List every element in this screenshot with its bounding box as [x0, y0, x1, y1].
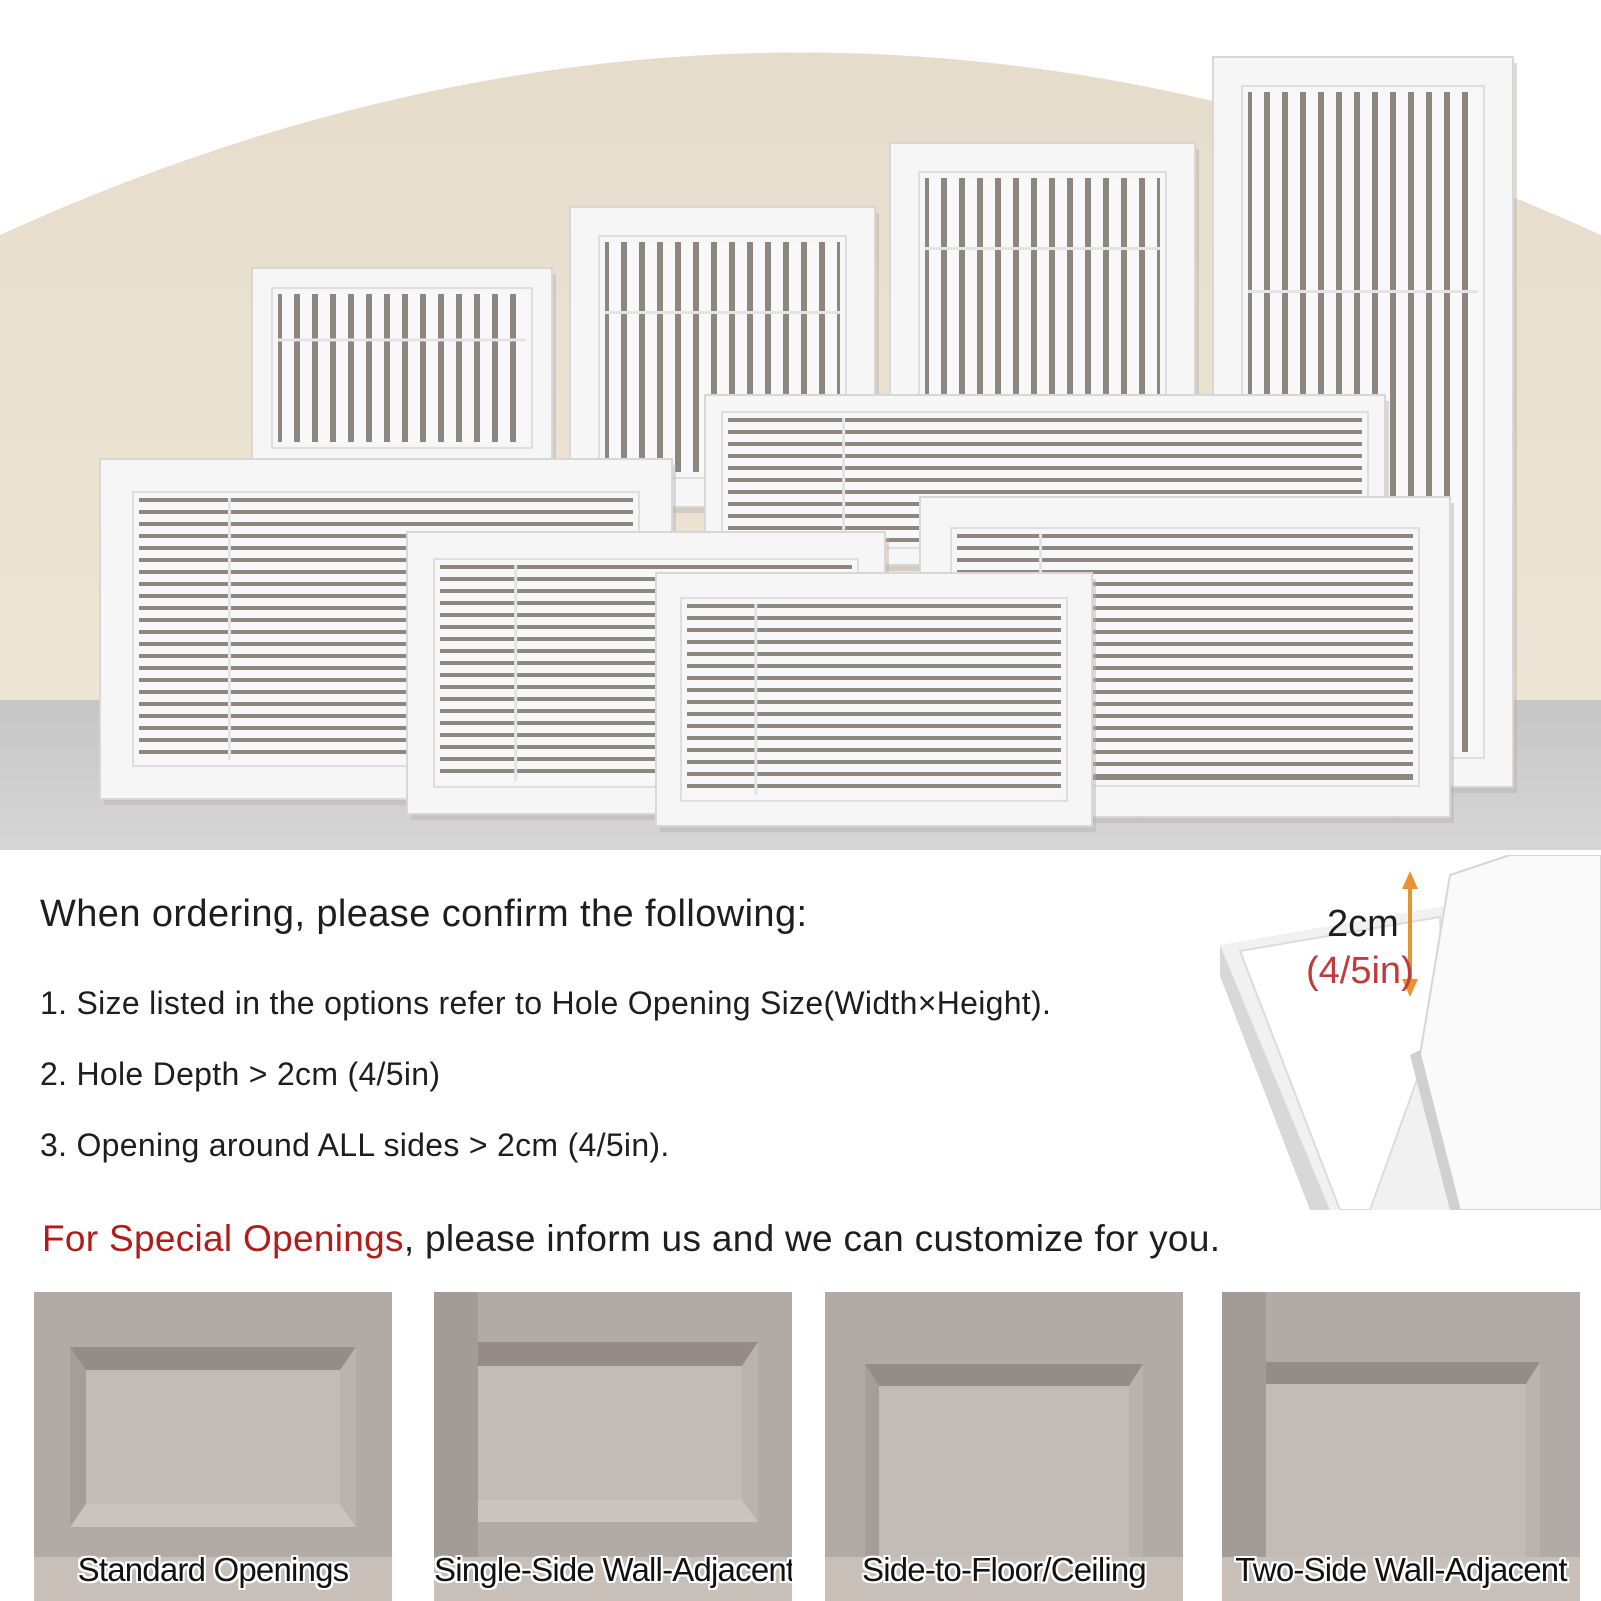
vent-grille [655, 572, 1096, 832]
special-openings-highlight: For Special Openings [42, 1218, 404, 1259]
requirement-depth: 2. Hole Depth > 2cm (4/5in) [40, 1056, 441, 1092]
opening-two-side: Two-Side Wall-Adjacent [1222, 1292, 1580, 1601]
opening-single-side: Single-Side Wall-Adjacent [434, 1292, 792, 1601]
opening-label: Single-Side Wall-Adjacent [434, 1551, 792, 1588]
opening-standard: Standard Openings [34, 1292, 392, 1601]
vent-grille [251, 267, 556, 474]
standard-opening-illustration [34, 1292, 392, 1601]
opening-label: Side-to-Floor/Ceiling [862, 1551, 1147, 1588]
product-photo [0, 52, 1601, 850]
single-side-opening-illustration [434, 1292, 792, 1601]
opening-label: Standard Openings [77, 1551, 350, 1588]
requirement-size: 1. Size listed in the options refer to H… [40, 985, 1052, 1021]
opening-label: Two-Side Wall-Adjacent [1235, 1551, 1567, 1588]
depth-diagram [1220, 855, 1601, 1210]
floor-ceiling-opening-illustration [825, 1292, 1183, 1601]
special-openings-note: For Special Openings, please inform us a… [42, 1218, 1220, 1260]
vent-grille [99, 458, 676, 805]
requirement-clearance: 3. Opening around ALL sides > 2cm (4/5in… [40, 1127, 670, 1163]
opening-floor-ceiling: Side-to-Floor/Ceiling [825, 1292, 1183, 1601]
depth-value: 2cm [1327, 903, 1399, 945]
two-side-opening-illustration [1222, 1292, 1580, 1601]
vent-grille [889, 142, 1199, 449]
depth-inch-value: (4/5in) [1306, 950, 1414, 992]
special-openings-text: , please inform us and we can customize … [403, 1218, 1221, 1259]
ordering-heading: When ordering, please confirm the follow… [40, 893, 808, 935]
